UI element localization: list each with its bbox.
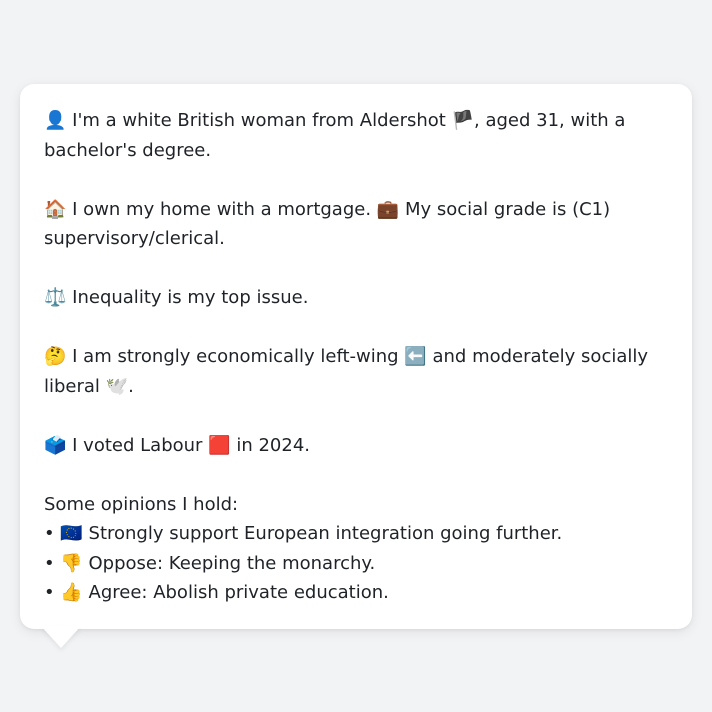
identity-text: I'm a white British woman from Aldershot [72, 110, 446, 131]
opinions-list: • 🇪🇺 Strongly support European integrati… [44, 519, 668, 608]
housing-line: 🏠 I own my home with a mortgage. 💼 My so… [44, 195, 668, 254]
opinions-heading: Some opinions I hold: [44, 493, 239, 515]
opinion-text: Strongly support European integration go… [88, 523, 563, 544]
bullet: • [44, 552, 55, 574]
vote-text: I voted Labour [72, 434, 203, 456]
list-item: • 👍 Agree: Abolish private education. [44, 578, 668, 608]
bullet: • [44, 582, 55, 603]
social-grade-text: My social grade is (C1) supervisory/cler… [44, 198, 611, 250]
social-ideology-text: and moderately socially liberal [44, 346, 649, 397]
issue-text: Inequality is my top issue. [72, 287, 309, 308]
opinion-text: Agree: Abolish private education. [88, 582, 389, 603]
identity-line: 👤 I'm a white British woman from Aldersh… [44, 106, 668, 165]
person-icon: 👤 [44, 110, 67, 131]
profile-message-card: 👤 I'm a white British woman from Aldersh… [20, 84, 692, 629]
scales-icon: ⚖️ [44, 287, 67, 308]
england-flag-icon: 🏴 [451, 110, 474, 131]
identity-text-end: , aged 31, with a bachelor's degree. [44, 110, 626, 161]
red-square-icon: 🟥 [208, 434, 231, 456]
dove-icon: 🕊️ [105, 375, 129, 397]
economic-ideology-text: I am strongly economically left-wing [72, 346, 399, 367]
ideology-line: 🤔 I am strongly economically left-wing ⬅… [44, 342, 668, 401]
left-arrow-icon: ⬅️ [404, 346, 427, 367]
list-item: • 🇪🇺 Strongly support European integrati… [44, 519, 668, 549]
ballot-box-icon: 🗳️ [44, 434, 67, 456]
vote-line: 🗳️ I voted Labour 🟥 in 2024. [44, 431, 668, 461]
issue-line: ⚖️ Inequality is my top issue. [44, 283, 668, 313]
thinking-face-icon: 🤔 [44, 346, 67, 367]
list-item: • 👎 Oppose: Keeping the monarchy. [44, 549, 668, 579]
eu-flag-icon: 🇪🇺 [60, 523, 83, 544]
housing-text: I own my home with a mortgage. [72, 198, 372, 220]
opinion-text: Oppose: Keeping the monarchy. [88, 552, 376, 574]
bullet: • [44, 523, 55, 544]
briefcase-icon: 💼 [376, 198, 400, 220]
thumbs-down-icon: 👎 [60, 552, 83, 574]
ideology-end: . [128, 375, 134, 397]
house-icon: 🏠 [44, 198, 67, 220]
speech-bubble-tail [41, 626, 81, 648]
vote-year-text: in 2024. [236, 434, 310, 456]
thumbs-up-icon: 👍 [60, 582, 83, 603]
